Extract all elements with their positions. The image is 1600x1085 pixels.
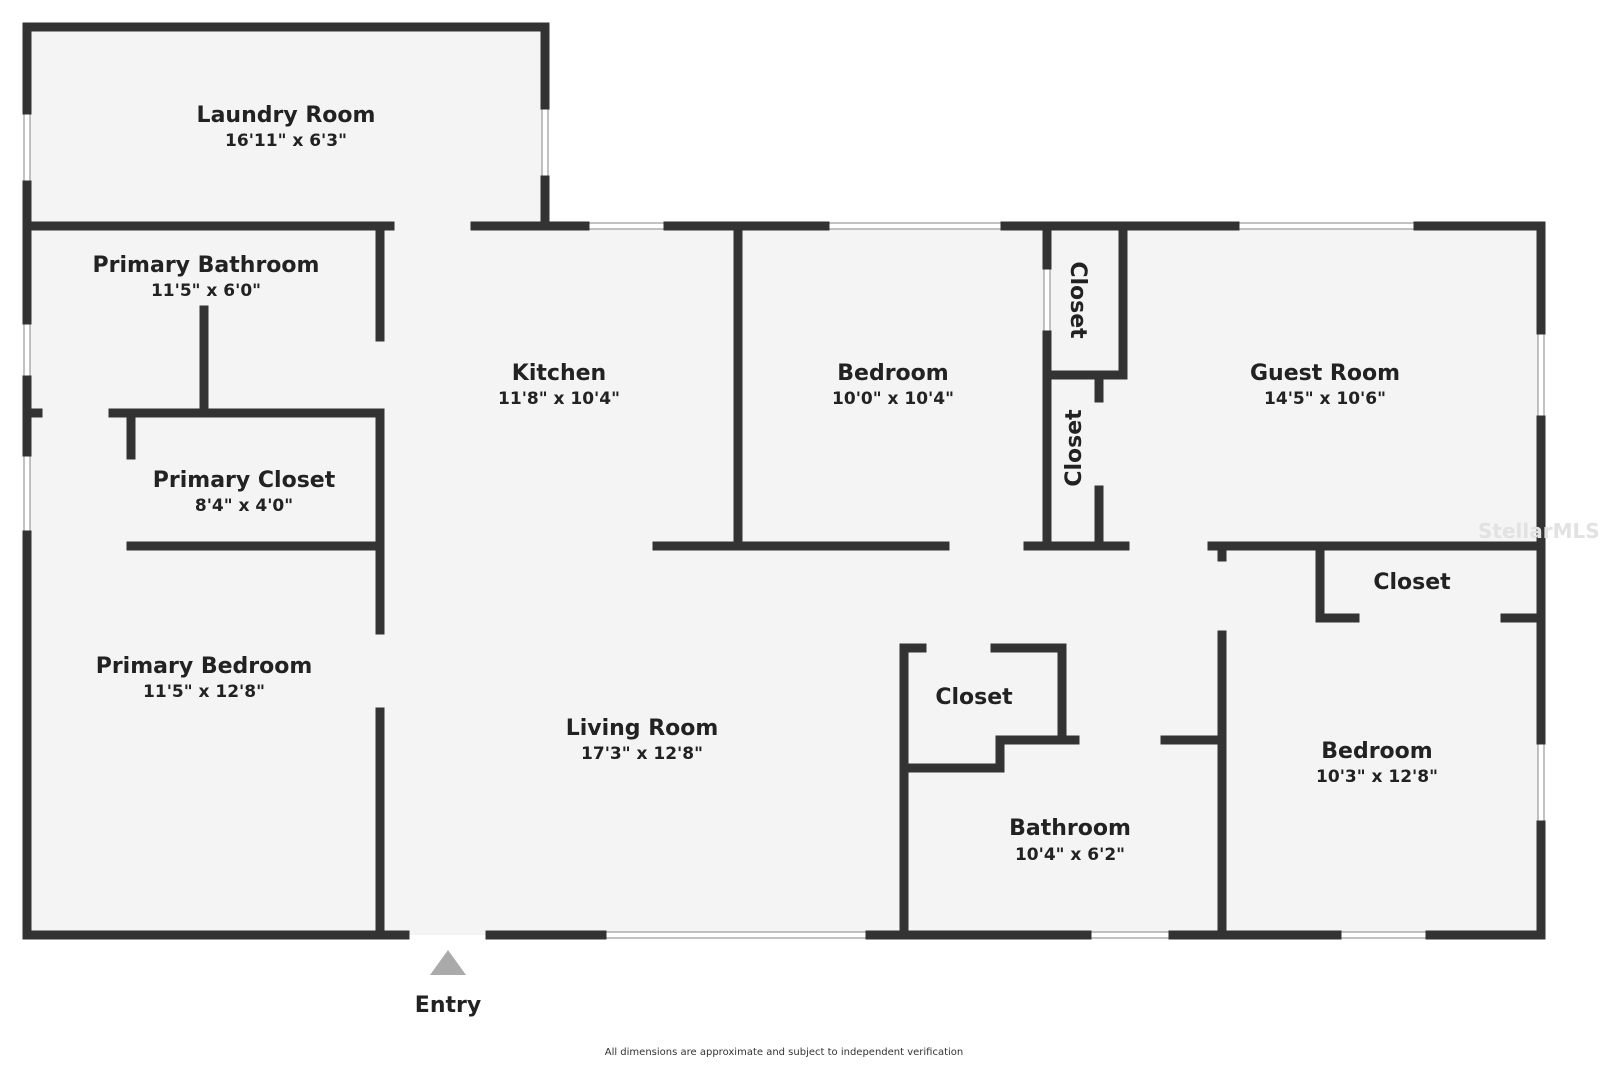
room-dims: 10'0" x 10'4" — [832, 389, 954, 409]
room-dims: 11'8" x 10'4" — [498, 389, 620, 409]
room-name: Guest Room — [1250, 361, 1400, 386]
room-dims: 11'5" x 12'8" — [143, 682, 265, 702]
room-dims: 10'4" x 6'2" — [1015, 845, 1125, 865]
watermark: StellarMLS — [1478, 519, 1600, 543]
room-name: Kitchen — [512, 361, 606, 386]
room-name: Bathroom — [1009, 816, 1131, 841]
room-name: Bedroom — [1321, 739, 1432, 764]
room-name: Closet — [1373, 570, 1451, 595]
room-dims: 17'3" x 12'8" — [581, 744, 703, 764]
room-labels: Laundry Room 16'11" x 6'3" Primary Bathr… — [93, 103, 1452, 865]
floor — [27, 27, 1541, 935]
room-name: Closet — [1062, 409, 1087, 487]
room-name: Living Room — [566, 716, 719, 741]
room-name: Closet — [1065, 261, 1090, 339]
room-dims: 16'11" x 6'3" — [225, 131, 347, 151]
room-dims: 11'5" x 6'0" — [151, 281, 261, 301]
walls — [22, 22, 1546, 940]
room-name: Primary Bathroom — [93, 253, 320, 278]
room-dims: 10'3" x 12'8" — [1316, 767, 1438, 787]
room-name: Bedroom — [837, 361, 948, 386]
footer-disclaimer: All dimensions are approximate and subje… — [605, 1047, 964, 1058]
room-name: Primary Bedroom — [96, 654, 313, 679]
room-dims: 8'4" x 4'0" — [195, 496, 293, 516]
room-dims: 14'5" x 10'6" — [1264, 389, 1386, 409]
entry-label: Entry — [415, 993, 481, 1018]
entry-arrow-icon — [430, 950, 466, 975]
room-name: Closet — [935, 685, 1013, 710]
room-name: Primary Closet — [153, 468, 336, 493]
room-name: Laundry Room — [197, 103, 376, 128]
